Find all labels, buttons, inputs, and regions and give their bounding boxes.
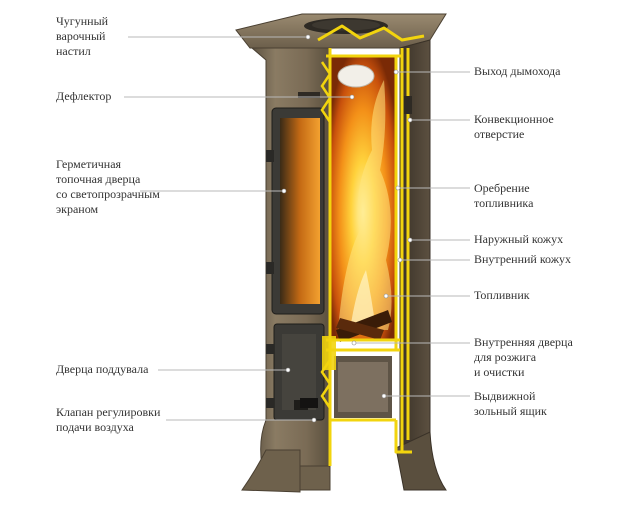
label-line: отверстие (474, 127, 525, 141)
label-line: для розжига (474, 350, 537, 364)
label-line: и очистки (474, 365, 525, 379)
label-deflector: Дефлектор (56, 89, 111, 104)
label-fire-door: Герметичная топочная дверца со светопроз… (56, 157, 160, 217)
label-inner-casing: Внутренний кожух (474, 252, 571, 267)
callout-dots (281, 34, 413, 423)
label-line: Конвекционное (474, 112, 554, 126)
cooktop-plate (235, 13, 447, 49)
label-line: со светопрозрачным (56, 187, 160, 201)
label-convection-hole: Конвекционное отверстие (474, 112, 554, 142)
label-ash-door: Дверца поддувала (56, 362, 148, 377)
label-air-valve: Клапан регулировки подачи воздуха (56, 405, 160, 435)
label-line: топливника (474, 196, 534, 210)
label-firebox-fins: Оребрение топливника (474, 181, 533, 211)
label-line: настил (56, 44, 91, 58)
label-line: варочный (56, 29, 106, 43)
fire-door (266, 107, 325, 315)
leader-lines-right (354, 71, 470, 397)
label-line: Дверца поддувала (56, 362, 149, 376)
label-line: Наружный кожух (474, 232, 564, 246)
label-line: Выход дымохода (474, 64, 561, 78)
label-line: Топливник (474, 288, 530, 302)
cutaway-section (298, 24, 425, 466)
label-line: экраном (56, 202, 99, 216)
leader-lines-left (124, 36, 352, 421)
label-line: Оребрение (474, 181, 530, 195)
label-line: Герметичная (56, 157, 122, 171)
label-line: зольный ящик (474, 404, 547, 418)
label-ash-box: Выдвижной зольный ящик (474, 389, 547, 419)
label-line: Чугунный (56, 14, 109, 28)
label-outer-casing: Наружный кожух (474, 232, 563, 247)
label-inner-door: Внутренняя дверца для розжига и очистки (474, 335, 573, 380)
label-line: Внутренняя дверца (474, 335, 573, 349)
label-firebox: Топливник (474, 288, 530, 303)
label-line: Выдвижной (474, 389, 536, 403)
label-line: Клапан регулировки (56, 405, 161, 419)
label-flue-outlet: Выход дымохода (474, 64, 560, 79)
label-line: топочная дверца (56, 172, 141, 186)
label-line: Внутренний кожух (474, 252, 572, 266)
label-line: Дефлектор (56, 89, 112, 103)
label-line: подачи воздуха (56, 420, 134, 434)
label-cooktop: Чугунный варочный настил (56, 14, 108, 59)
